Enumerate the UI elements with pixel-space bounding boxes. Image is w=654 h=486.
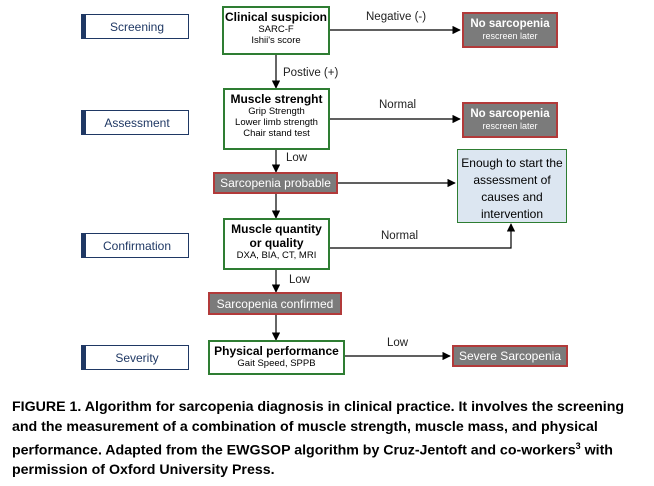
muscle-strength-title: Muscle strenght: [230, 92, 323, 106]
no-sarcopenia-box-1: No sarcopenia rescreen later: [462, 12, 558, 48]
physical-performance-title: Physical performance: [214, 344, 339, 358]
muscle-quantity-title: Muscle quantity: [231, 222, 322, 236]
sarcopenia-probable-box: Sarcopenia probable: [213, 172, 338, 194]
clinical-suspicion-line: Ishii's score: [251, 34, 301, 46]
clinical-suspicion-title: Clinical suspicion: [224, 10, 328, 24]
edge-label-low: Low: [286, 152, 308, 164]
physical-performance-line: Gait Speed, SPPB: [237, 357, 316, 369]
stage-confirmation: Confirmation: [81, 233, 189, 258]
physical-performance-box: Physical performance Gait Speed, SPPB: [208, 340, 345, 375]
edge-label-low: Low: [387, 337, 409, 349]
muscle-strength-line: Chair stand test: [243, 127, 310, 139]
no-sarcopenia-title: No sarcopenia: [470, 108, 550, 120]
muscle-strength-line: Lower limb strength: [235, 116, 318, 128]
edge-label-normal: Normal: [381, 230, 419, 242]
muscle-quantity-title: or quality: [249, 235, 304, 250]
no-sarcopenia-sub: rescreen later: [482, 121, 538, 132]
muscle-strength-line: Grip Strength: [248, 105, 305, 117]
no-sarcopenia-title: No sarcopenia: [470, 18, 550, 30]
muscle-strength-box: Muscle strenght Grip Strength Lower limb…: [223, 88, 330, 150]
arrow-quantity-to-enough: [330, 223, 516, 249]
edge-label-negative: Negative (-): [366, 11, 427, 23]
caption-reference: 3: [575, 441, 581, 451]
sarcopenia-algorithm-diagram: Screening Assessment Confirmation Severi…: [81, 6, 568, 375]
edge-label-positive: Postive (+): [283, 67, 339, 79]
stage-severity: Severity: [81, 345, 189, 370]
caption-text: FIGURE 1. Algorithm for sarcopenia diagn…: [12, 399, 625, 459]
edge-label-normal: Normal: [379, 99, 417, 111]
no-sarcopenia-box-2: No sarcopenia rescreen later: [462, 102, 558, 138]
edge-label-low: Low: [289, 274, 311, 286]
sarcopenia-confirmed-box: Sarcopenia confirmed: [208, 292, 342, 315]
muscle-quantity-box: Muscle quantity or quality DXA, BIA, CT,…: [223, 218, 330, 270]
caption-tail: with permission of Oxford University Pre…: [12, 442, 613, 479]
no-sarcopenia-sub: rescreen later: [482, 31, 538, 42]
connector-arrows: [271, 25, 516, 361]
enough-to-start-box: Enough to start the assessment of causes…: [457, 149, 567, 223]
clinical-suspicion-box: Clinical suspicion SARC-F Ishii's score: [222, 6, 330, 55]
severe-sarcopenia-box: Severe Sarcopenia: [452, 345, 568, 367]
stage-screening: Screening: [81, 14, 189, 39]
figure-caption: FIGURE 1. Algorithm for sarcopenia diagn…: [12, 398, 648, 481]
muscle-quantity-line: DXA, BIA, CT, MRI: [236, 249, 317, 261]
stage-assessment: Assessment: [81, 110, 189, 135]
clinical-suspicion-line: SARC-F: [258, 23, 294, 35]
